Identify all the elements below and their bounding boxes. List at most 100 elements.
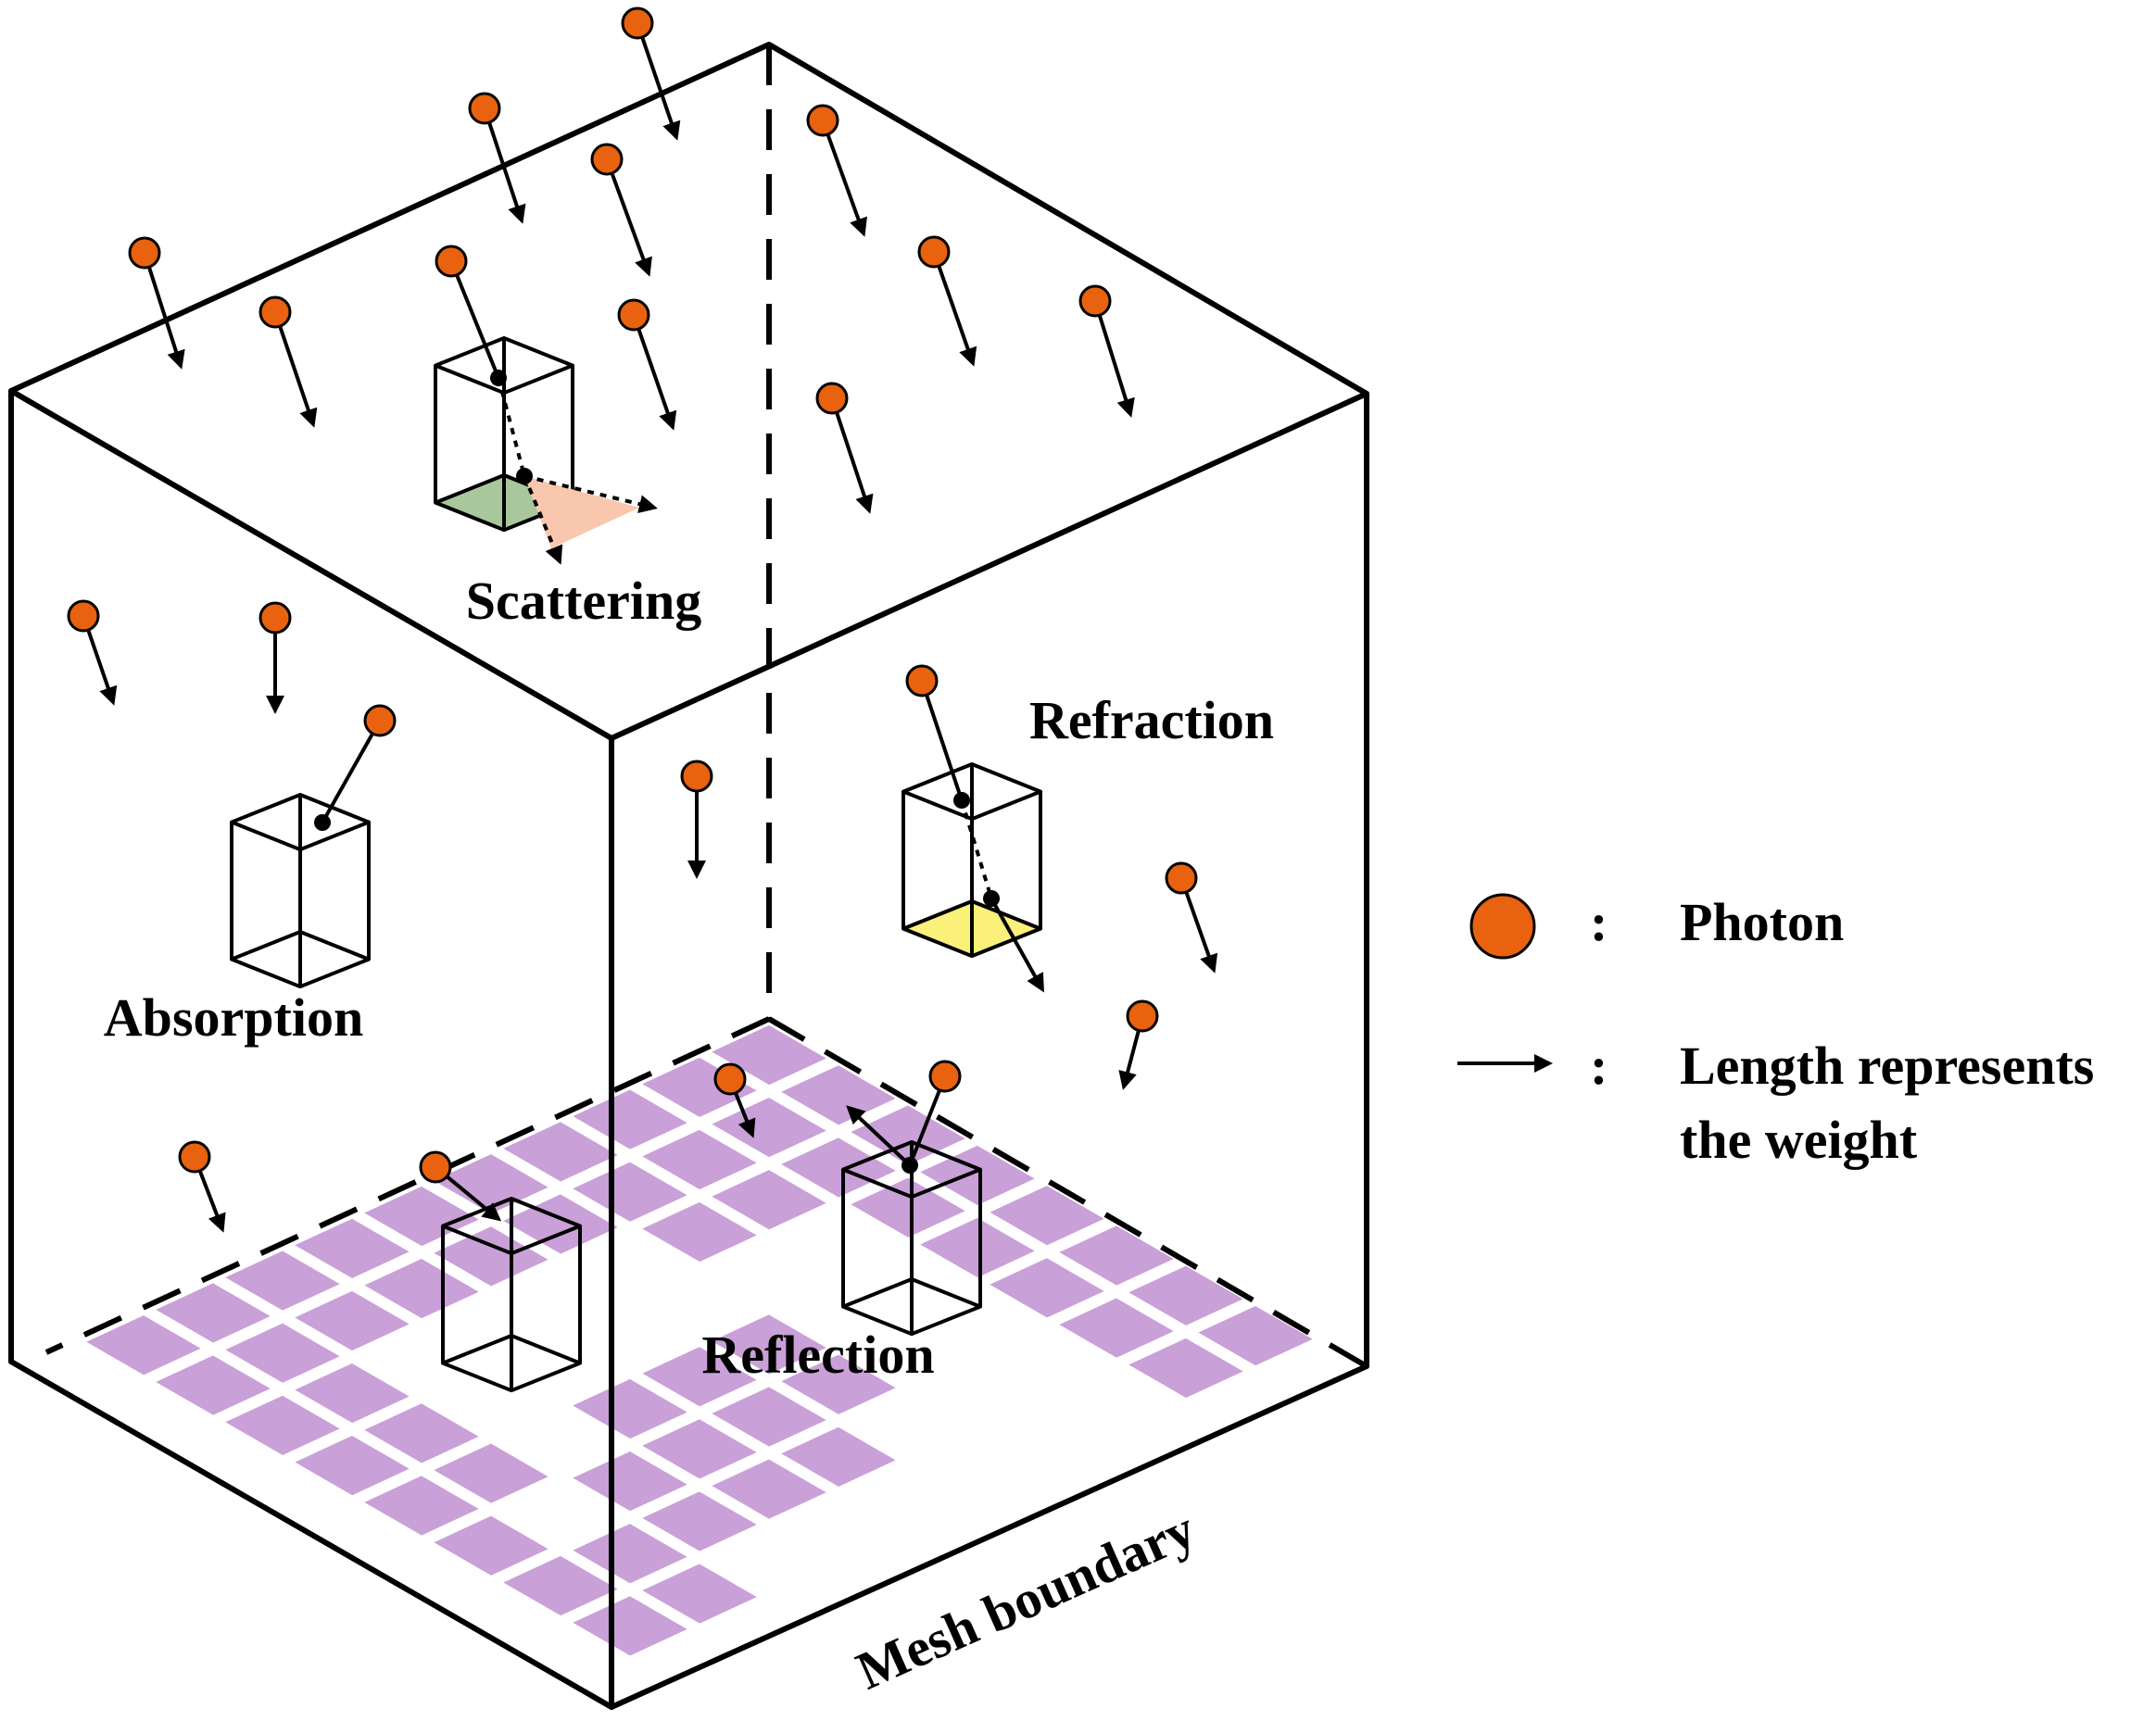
photon-path-arrow [632, 314, 677, 431]
reflection-point [901, 1157, 918, 1174]
mesh-cell [981, 1253, 1113, 1322]
boundary-cube [441, 1197, 582, 1393]
scattering-cone [524, 476, 639, 548]
mesh-cell [773, 1350, 904, 1419]
mesh-cell [1051, 1221, 1182, 1290]
mesh-cells [78, 1021, 1321, 1660]
photon [905, 664, 939, 697]
photon [67, 599, 100, 633]
photon [419, 1150, 452, 1184]
photon-path-arrow [1093, 300, 1135, 418]
reflected-ray [846, 1105, 912, 1167]
photon [680, 760, 713, 793]
photon [617, 298, 650, 332]
legend-photon-text: Photon [1680, 892, 1844, 952]
photon [258, 601, 292, 634]
mesh-cell [773, 1061, 904, 1129]
refraction-cube [901, 762, 1042, 959]
photon [258, 295, 292, 329]
legend-arrow-text-line1: Length represents [1680, 1036, 2094, 1096]
scattering-label: Scattering [466, 571, 702, 631]
photon-path-arrow [830, 397, 874, 514]
legend-photon-icon [1469, 893, 1536, 960]
mesh-cell [356, 1471, 487, 1540]
mesh-cell [703, 1021, 835, 1089]
mesh-cell [773, 1133, 904, 1202]
scatter-internal-path [497, 377, 526, 477]
photon [363, 704, 397, 737]
legend: : Photon : Length represents the weight [1457, 892, 2094, 1170]
mesh-cell [634, 1487, 765, 1556]
legend-colon-photon: : [1590, 892, 1608, 952]
mesh-cell [634, 1125, 765, 1194]
mesh-cell [842, 1174, 974, 1242]
photon [178, 1140, 211, 1174]
refraction-exit-point [983, 890, 1000, 907]
mesh-cell [703, 1382, 835, 1451]
photon [128, 236, 161, 270]
photons [67, 6, 1218, 1233]
refraction-detail [953, 792, 1000, 907]
mesh-cell [634, 1342, 765, 1411]
mesh-cell [912, 1141, 1043, 1210]
back-right-floor-edge [767, 1016, 1368, 1369]
mesh-cell [564, 1591, 696, 1660]
mesh-cell [286, 1287, 418, 1355]
mesh-cell [495, 1189, 626, 1259]
photon [1126, 999, 1159, 1033]
photon [468, 92, 501, 125]
scattering-detail [490, 370, 658, 565]
bottom-right-edge [609, 1363, 1369, 1710]
top-face-edges [8, 42, 1369, 741]
photon-path-arrow [273, 311, 318, 428]
mesh-cell [564, 1158, 696, 1226]
mesh-cell [981, 1181, 1113, 1250]
photon-path-arrow [483, 107, 526, 224]
mesh-cell [912, 1213, 1043, 1282]
refracted-ray [990, 898, 1044, 993]
scatter-event-point [516, 468, 533, 484]
mesh-cell [1051, 1294, 1182, 1363]
photon-path-arrow [821, 119, 867, 237]
reflection-detail [846, 1105, 918, 1174]
mesh-cell [147, 1350, 279, 1420]
photon-path-arrow [143, 252, 185, 370]
mesh-cell [217, 1319, 348, 1388]
mesh-cell [217, 1247, 348, 1315]
photon-path-arrow [1179, 877, 1218, 974]
mesh-cell [703, 1455, 835, 1524]
mesh-cell [356, 1399, 487, 1467]
mesh-cell [564, 1447, 696, 1515]
mesh-cell [356, 1182, 487, 1250]
photon [590, 143, 624, 176]
mesh-cell [634, 1414, 765, 1483]
legend-arrow-text-line2: the weight [1680, 1110, 1918, 1170]
photon [815, 382, 849, 415]
scatter-entry-point [490, 370, 507, 386]
mesh-boundary-label: Mesh boundary [848, 1499, 1204, 1702]
absorption-label: Absorption [104, 987, 363, 1048]
photon [713, 1062, 747, 1096]
scatter-ray-right [523, 474, 658, 513]
photon [917, 235, 951, 269]
mesh-cell [286, 1431, 418, 1500]
mesh-cell [564, 1086, 696, 1154]
absorption-detail [314, 814, 331, 831]
back-left-floor-edge [44, 1016, 771, 1355]
hidden-edges [44, 44, 1368, 1369]
refraction-label: Refraction [1029, 690, 1274, 750]
mesh-cell [703, 1310, 835, 1379]
legend-colon-arrow: : [1590, 1036, 1608, 1096]
mesh-cell [495, 1117, 626, 1187]
absorption-cube [230, 793, 371, 989]
photon-path-arrow [932, 251, 977, 367]
mesh-cell [356, 1254, 487, 1323]
reflection-label: Reflection [701, 1325, 934, 1385]
mesh-cell [425, 1222, 557, 1290]
mesh-cell [286, 1214, 418, 1283]
mesh-cell [217, 1391, 348, 1460]
mesh-cell [564, 1375, 696, 1443]
photon [928, 1060, 962, 1093]
photon-path-arrow [605, 158, 652, 277]
mesh-cell [495, 1551, 626, 1620]
